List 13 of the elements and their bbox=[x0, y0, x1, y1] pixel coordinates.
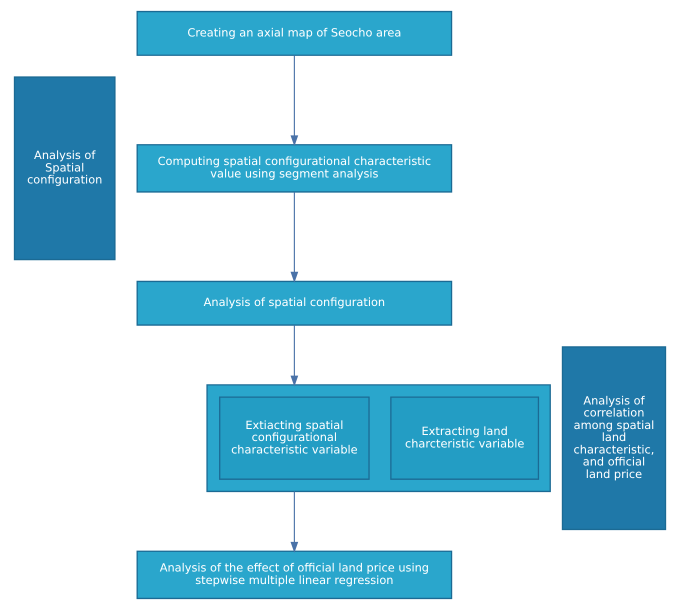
node-box: Extiacting spatial configurational characteristic variable bbox=[219, 396, 370, 480]
cluster bbox=[206, 384, 551, 492]
arrow bbox=[290, 55, 298, 146]
node-box: Analysis of the effect of official land price using stepwise multiple linear regression bbox=[136, 550, 452, 600]
node-box: Analysis of spatial configuration bbox=[136, 280, 452, 326]
node-box: Creating an axial map of Seocho area bbox=[136, 10, 452, 56]
node-box: Analysis of correlation among spatial land characteristic, and official land price bbox=[562, 346, 666, 530]
arrow bbox=[290, 491, 298, 553]
node-box: Extracting land charcteristic variable bbox=[390, 396, 540, 480]
arrow bbox=[290, 192, 298, 283]
node-box: Computing spatial configurational characteristic value using segment analysis bbox=[136, 144, 452, 193]
node-box: Analysis of Spatial configuration bbox=[14, 76, 116, 260]
arrow bbox=[290, 325, 298, 387]
